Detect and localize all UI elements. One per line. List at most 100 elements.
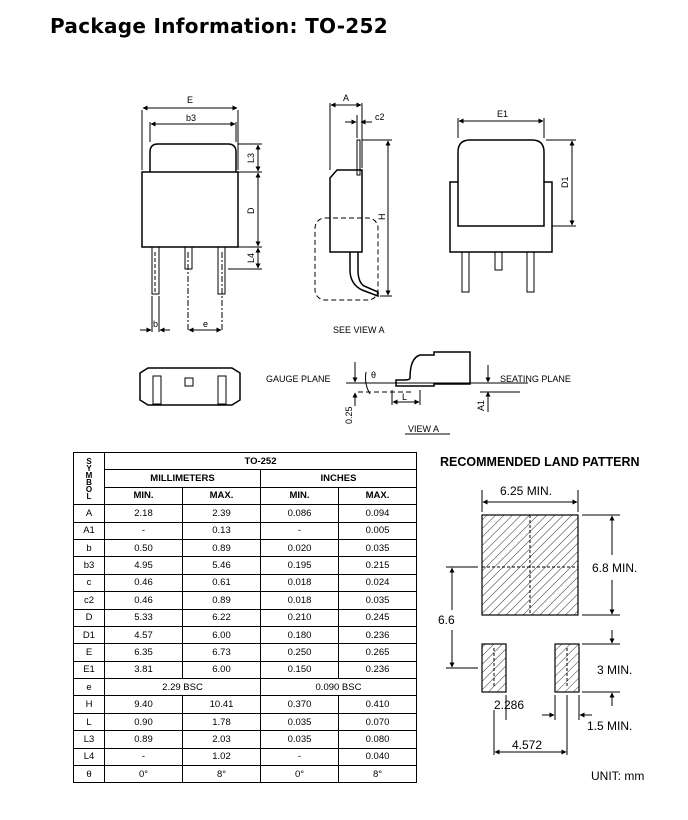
back-view bbox=[449, 118, 576, 293]
label-see-view-a: SEE VIEW A bbox=[333, 325, 385, 335]
symbol-header-letter: B bbox=[86, 477, 92, 487]
mm-max-cell: 0.61 bbox=[182, 573, 261, 593]
in-min-cell: 0.150 bbox=[260, 660, 339, 680]
mm-min-cell: 0.46 bbox=[104, 591, 183, 610]
symbol-header-letter: Y bbox=[86, 463, 92, 473]
label-E1: E1 bbox=[497, 109, 508, 119]
label-L3: L3 bbox=[246, 153, 256, 163]
dim-2-286: 2.286 bbox=[494, 698, 524, 712]
in-min-cell: 0.210 bbox=[260, 608, 339, 627]
label-e: e bbox=[203, 319, 208, 329]
in-max-cell: 0.094 bbox=[338, 504, 417, 523]
mm-min-cell: 0.89 bbox=[104, 730, 183, 749]
view-a-detail bbox=[346, 351, 528, 435]
label-D: D bbox=[246, 207, 256, 214]
in-min-cell: 0.086 bbox=[260, 504, 339, 523]
dim-4-572: 4.572 bbox=[512, 738, 542, 752]
mm-min-cell: 0.50 bbox=[104, 538, 183, 558]
mm-max-cell: 10.41 bbox=[182, 695, 261, 714]
mm-max-cell: 1.02 bbox=[182, 747, 261, 767]
mm-min-cell: 3.81 bbox=[104, 660, 183, 680]
label-A1: A1 bbox=[476, 400, 486, 411]
symbol-cell: b bbox=[73, 538, 105, 558]
label-E: E bbox=[187, 95, 193, 105]
mm-min-cell: - bbox=[104, 521, 183, 540]
inches-header: INCHES bbox=[260, 469, 417, 488]
dim-3: 3 MIN. bbox=[597, 663, 632, 677]
end-view bbox=[139, 367, 241, 406]
symbol-header-letter: S bbox=[86, 456, 92, 466]
side-view bbox=[314, 102, 392, 301]
table-row: L4-1.02-0.040 bbox=[73, 747, 417, 767]
label-A: A bbox=[343, 93, 349, 103]
symbol-cell: c2 bbox=[73, 591, 105, 610]
mm-max-cell: 1.78 bbox=[182, 712, 261, 732]
symbol-cell: D1 bbox=[73, 625, 105, 645]
mm-min-cell: 0° bbox=[104, 765, 183, 784]
in-min-cell: - bbox=[260, 747, 339, 767]
package-drawing: E b3 L3 D L4 b e A c2 H SEE VIEW A E1 D1… bbox=[139, 93, 576, 435]
in-min-cell: 0.180 bbox=[260, 625, 339, 645]
land-pattern-drawing: 6.25 MIN. 6.8 MIN. 6.6 3 MIN. 2.286 1.5 … bbox=[438, 484, 637, 755]
dim-6-25: 6.25 MIN. bbox=[500, 484, 552, 498]
in-max-cell: 0.236 bbox=[338, 660, 417, 680]
symbol-cell: L4 bbox=[73, 747, 105, 767]
mm-min-cell: 0.46 bbox=[104, 573, 183, 593]
label-b3: b3 bbox=[186, 113, 196, 123]
in-max-header: MAX. bbox=[338, 486, 417, 506]
in-max-cell: 0.410 bbox=[338, 695, 417, 714]
mm-max-cell: 5.46 bbox=[182, 556, 261, 575]
in-span-cell: 0.090 BSC bbox=[260, 678, 417, 697]
mm-min-cell: - bbox=[104, 747, 183, 767]
symbol-header-letter: M bbox=[85, 470, 93, 480]
in-max-cell: 0.265 bbox=[338, 643, 417, 662]
mm-max-cell: 0.89 bbox=[182, 538, 261, 558]
mm-max-header: MAX. bbox=[182, 486, 261, 506]
label-b: b bbox=[153, 319, 158, 329]
in-max-cell: 0.245 bbox=[338, 608, 417, 627]
in-min-cell: 0.020 bbox=[260, 538, 339, 558]
mm-max-cell: 0.13 bbox=[182, 521, 261, 540]
symbol-cell: L bbox=[73, 712, 105, 732]
mm-min-header: MIN. bbox=[104, 486, 183, 506]
mm-min-cell: 6.35 bbox=[104, 643, 183, 662]
label-D1: D1 bbox=[560, 176, 570, 188]
mm-max-cell: 6.73 bbox=[182, 643, 261, 662]
in-max-cell: 0.005 bbox=[338, 521, 417, 540]
symbol-header-letter: O bbox=[85, 484, 93, 494]
symbol-cell: H bbox=[73, 695, 105, 714]
package-header: TO-252 bbox=[104, 451, 417, 471]
mm-min-cell: 4.95 bbox=[104, 556, 183, 575]
label-L4: L4 bbox=[246, 253, 256, 263]
in-min-cell: 0.035 bbox=[260, 730, 339, 749]
millimeters-header: MILLIMETERS bbox=[104, 469, 261, 488]
mm-min-cell: 0.90 bbox=[104, 712, 183, 732]
mm-max-cell: 6.22 bbox=[182, 608, 261, 627]
mm-min-cell: 5.33 bbox=[104, 608, 183, 627]
in-min-cell: 0.370 bbox=[260, 695, 339, 714]
in-max-cell: 0.024 bbox=[338, 573, 417, 593]
mm-max-cell: 2.03 bbox=[182, 730, 261, 749]
in-max-cell: 0.080 bbox=[338, 730, 417, 749]
mm-min-cell: 4.57 bbox=[104, 625, 183, 645]
symbol-cell: L3 bbox=[73, 730, 105, 749]
in-min-cell: 0.018 bbox=[260, 573, 339, 593]
in-max-cell: 0.035 bbox=[338, 538, 417, 558]
in-max-cell: 0.215 bbox=[338, 556, 417, 575]
symbol-cell: D bbox=[73, 608, 105, 627]
in-min-cell: 0.035 bbox=[260, 712, 339, 732]
symbol-cell: c bbox=[73, 573, 105, 593]
mm-min-cell: 9.40 bbox=[104, 695, 183, 714]
in-max-cell: 0.236 bbox=[338, 625, 417, 645]
symbol-cell: e bbox=[73, 678, 105, 697]
